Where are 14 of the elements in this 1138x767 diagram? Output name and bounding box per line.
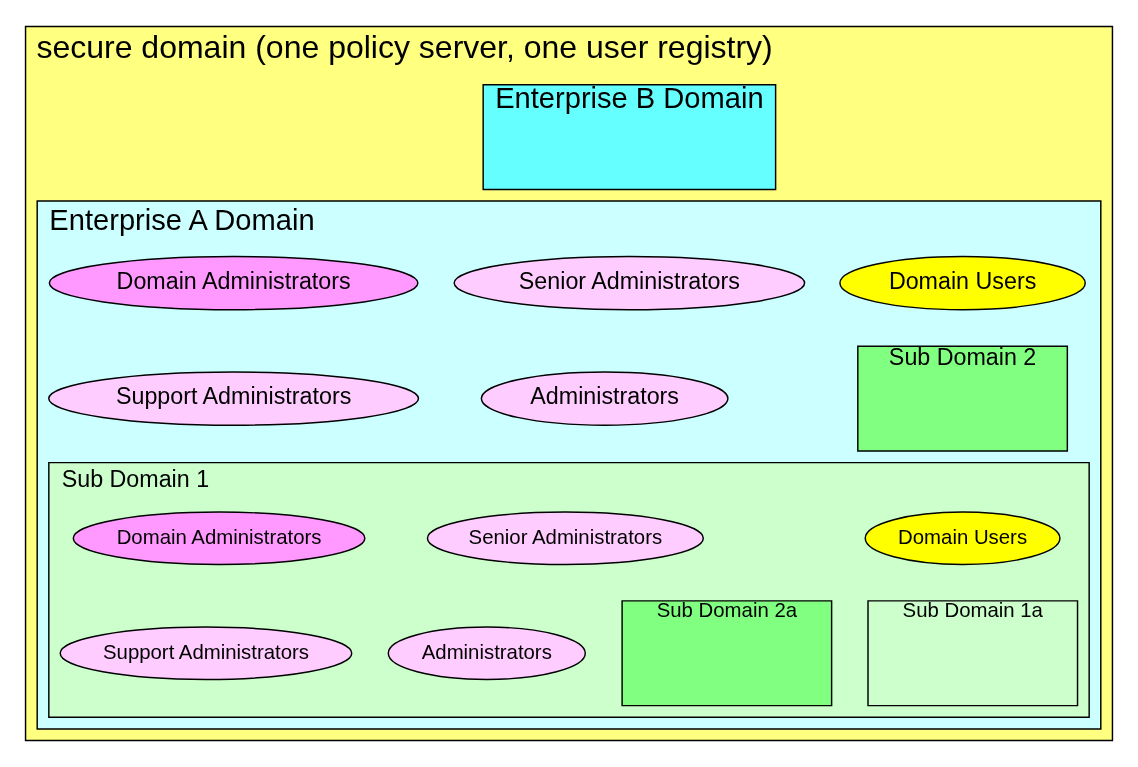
node-box: Sub Domain 1a: [867, 600, 1079, 707]
node-ellipse: Senior Administrators: [426, 511, 704, 566]
node-box: Sub Domain 2a: [621, 600, 833, 707]
node-ellipse: Senior Administrators: [453, 255, 806, 311]
node-ellipse: Support Administrators: [48, 371, 420, 426]
node-ellipse: Support Administrators: [59, 626, 353, 681]
node-box: Enterprise B Domain: [482, 83, 777, 191]
node-box: Sub Domain 2: [857, 345, 1069, 452]
node-ellipse: Domain Administrators: [48, 255, 419, 311]
node-ellipse: Administrators: [387, 626, 586, 681]
node-ellipse: Domain Administrators: [72, 511, 366, 566]
node-ellipse: Domain Users: [839, 255, 1086, 311]
node-ellipse: Domain Users: [864, 511, 1061, 566]
node-ellipse: Administrators: [480, 371, 729, 426]
